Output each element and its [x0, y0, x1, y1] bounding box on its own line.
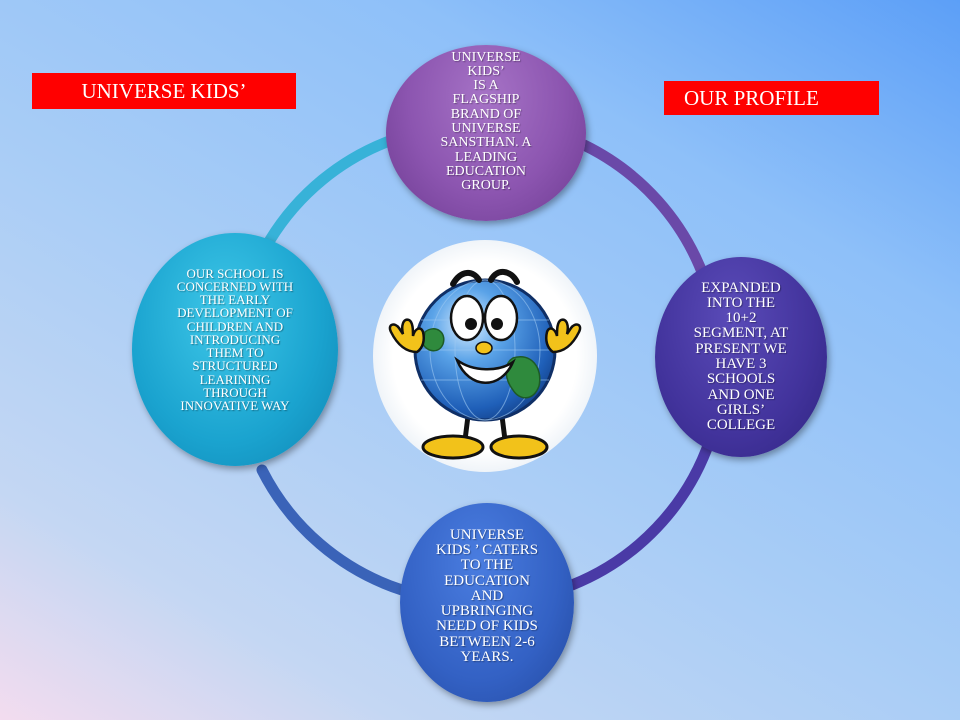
globe-mascot-icon: [388, 269, 582, 460]
profile-label-text: OUR PROFILE: [684, 85, 819, 110]
ring-arc-top-right: [578, 139, 711, 286]
title-label-our-profile: OUR PROFILE: [664, 81, 879, 115]
node-text-line: BRAND OF: [450, 106, 522, 122]
node-text-line: UNIVERSE: [449, 526, 525, 543]
node-text-line: INTO THE: [706, 294, 776, 311]
node-text-line: KIDS ’ CATERS: [435, 541, 539, 558]
node-text-line: STRUCTURED: [192, 358, 278, 374]
node-text-line: SANSTHAN. A: [440, 135, 532, 151]
node-text-line: HAVE 3: [715, 356, 767, 372]
node-text-line: CHILDREN AND: [186, 318, 284, 334]
ring-arc-bottom-left: [256, 464, 408, 596]
node-text-line: UNIVERSE KIDS’: [451, 49, 521, 79]
node-text-line: UNIVERSE: [451, 121, 521, 136]
node-text-line: GIRLS’: [716, 401, 766, 418]
node-text-line: DEVELOPMENT OF: [177, 305, 293, 321]
node-text-line: LEARINING: [199, 371, 271, 387]
node-text-line: SEGMENT, AT: [693, 325, 789, 342]
node-text-line: YEARS.: [460, 649, 514, 666]
node-text-line: IS A FLAGSHIP: [452, 78, 520, 108]
title-label-text: UNIVERSE KIDS’: [81, 78, 247, 103]
node-text-line: INTRODUCING: [189, 331, 281, 347]
node-text-line: CONCERNED WITH: [176, 278, 294, 294]
node-text-line: INNOVATIVE WAY: [180, 398, 290, 414]
mascot-frame: [373, 240, 597, 472]
node-text-line: SCHOOLS: [706, 371, 776, 388]
node-text-line: GROUP.: [461, 178, 511, 194]
title-label-universe-kids: UNIVERSE KIDS’: [32, 73, 296, 109]
node-text-line: TO THE: [460, 557, 514, 574]
node-text-line: OUR SCHOOL IS: [186, 265, 284, 281]
node-text-line: THE EARLY: [199, 292, 271, 308]
node-text-line: EDUCATION: [444, 572, 530, 589]
node-text-line: EXPANDED: [701, 279, 781, 296]
node-text-line: COLLEGE: [706, 417, 776, 434]
node-text-line: AND ONE: [707, 386, 775, 403]
node-text-line: PRESENT WE: [695, 340, 787, 357]
node-text-line: UPBRINGING: [440, 603, 534, 620]
node-text-line: LEADING: [454, 149, 518, 165]
node-text-line: THROUGH: [203, 384, 267, 400]
node-text-line: THEM TO: [206, 345, 264, 361]
node-text-line: AND: [470, 587, 504, 604]
ring-arc-left-top: [264, 134, 398, 246]
node-text-line: BETWEEN 2-6: [439, 633, 535, 650]
node-text-line: 10+2: [725, 310, 757, 327]
node-text-line: EDUCATION: [445, 163, 527, 179]
ring-arc-right-bottom: [566, 434, 716, 591]
node-text-line: NEED OF KIDS: [436, 618, 538, 635]
